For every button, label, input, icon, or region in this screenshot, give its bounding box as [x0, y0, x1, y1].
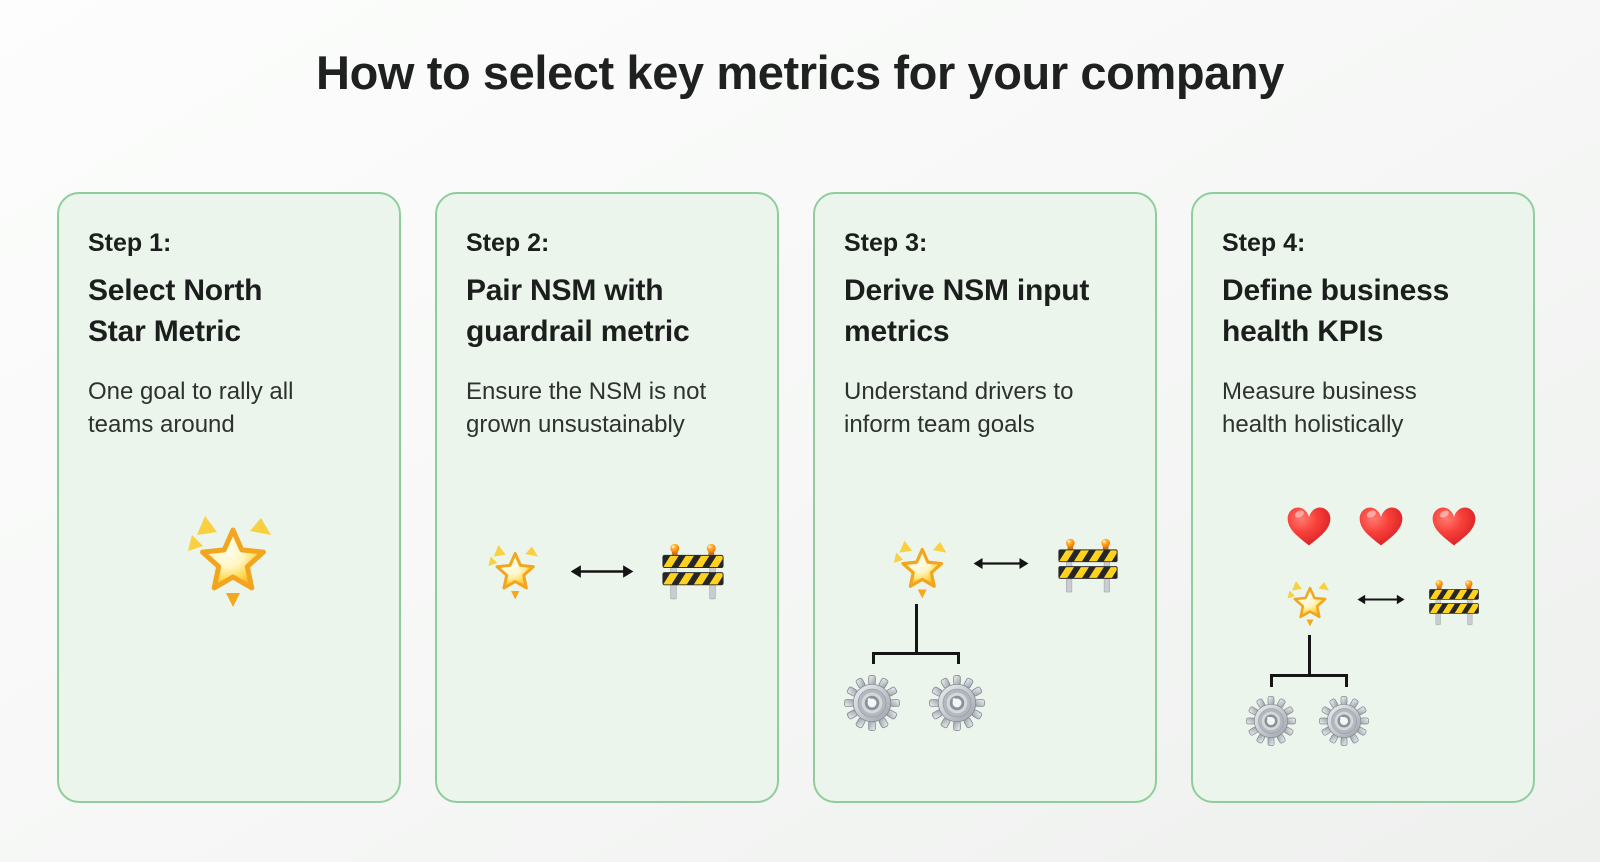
gear-icon [1246, 696, 1296, 746]
step-description: Ensure the NSM is not grown unsustainabl… [466, 377, 707, 438]
step-label: Step 2: [466, 229, 550, 257]
tree-connector-stem [915, 604, 918, 652]
step-card-3: Step 3: Derive NSM input metrics Underst… [813, 192, 1157, 803]
step-title: Define business health KPIs [1222, 274, 1450, 349]
arrow-left-right-icon [570, 563, 634, 580]
step-title: Pair NSM with guardrail metric [466, 274, 690, 349]
arrow-left-right-icon [973, 556, 1029, 571]
step-card-4: Step 4: Define business health KPIs Meas… [1191, 192, 1535, 803]
gear-icon [844, 675, 900, 731]
step-card-text: Step 1: Select North Star Metric One goa… [59, 194, 399, 442]
step-description: One goal to rally all teams around [88, 377, 294, 438]
step-title: Select North Star Metric [88, 274, 263, 349]
construction-barrier-icon [1057, 535, 1119, 597]
heart-icon [1285, 502, 1333, 550]
glowing-star-icon [888, 533, 954, 599]
tree-connector-stem [1308, 635, 1311, 674]
step-title: Derive NSM input metrics [844, 274, 1090, 349]
step-card-1: Step 1: Select North Star Metric One goa… [57, 192, 401, 803]
step-label: Step 3: [844, 229, 928, 257]
heart-icon [1430, 502, 1478, 550]
construction-barrier-icon [661, 540, 725, 604]
step-label: Step 4: [1222, 229, 1306, 257]
glowing-star-icon [179, 504, 283, 608]
step-card-text: Step 2: Pair NSM with guardrail metric E… [437, 194, 777, 442]
arrow-left-right-icon [1357, 593, 1405, 606]
tree-connector-bracket [1270, 674, 1348, 687]
step-label: Step 1: [88, 229, 172, 257]
construction-barrier-icon [1428, 577, 1480, 629]
step-description: Measure business health holistically [1222, 377, 1417, 438]
gear-icon [929, 675, 985, 731]
step-card-text: Step 3: Derive NSM input metrics Underst… [815, 194, 1155, 442]
glowing-star-icon [1283, 575, 1335, 627]
step-description: Understand drivers to inform team goals [844, 377, 1074, 438]
step-card-2: Step 2: Pair NSM with guardrail metric E… [435, 192, 779, 803]
page-title: How to select key metrics for your compa… [316, 46, 1284, 99]
step-card-text: Step 4: Define business health KPIs Meas… [1193, 194, 1533, 442]
glowing-star-icon [483, 538, 545, 600]
gear-icon [1319, 696, 1369, 746]
heart-icon [1357, 502, 1405, 550]
tree-connector-bracket [872, 652, 960, 664]
